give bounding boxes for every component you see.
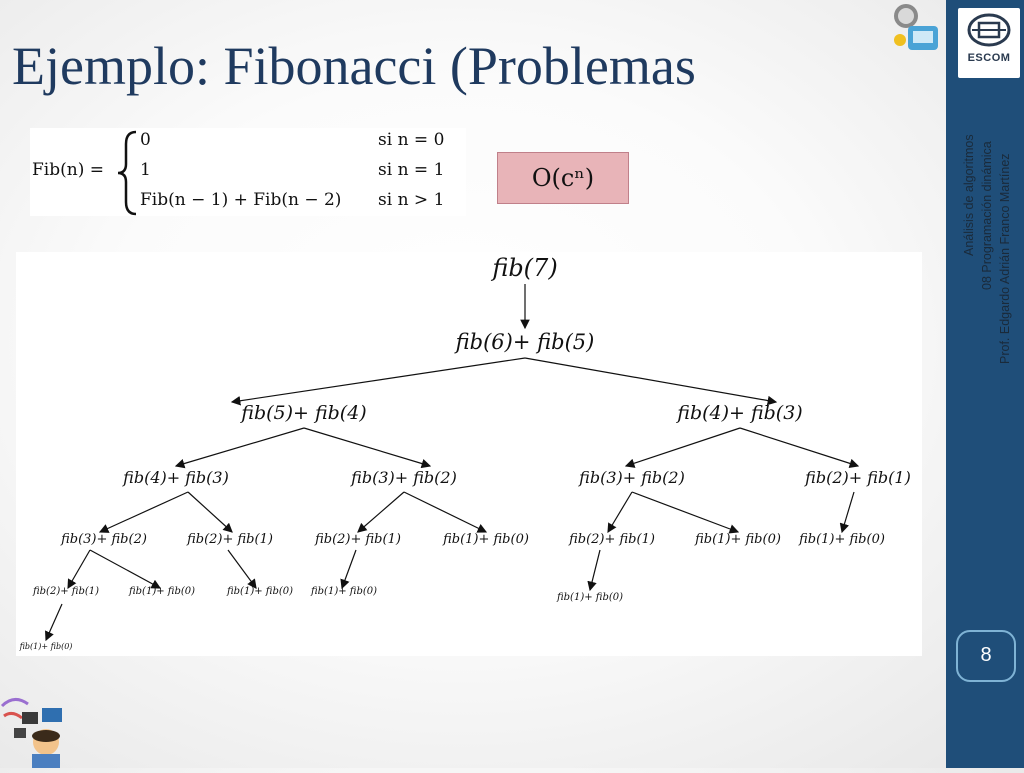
- case-condition-2: si n > 1: [378, 190, 445, 210]
- formula-lhs: Fib(n) =: [32, 160, 104, 180]
- fibonacci-definition: Fib(n) = 0 si n = 0 1 si n = 1 Fib(n − 1…: [30, 128, 466, 216]
- tree-node-l3: fib(2)+ fib(1): [805, 468, 911, 487]
- tree-node-l4: fib(1)+ fib(0): [695, 532, 781, 547]
- tree-node-l4: fib(1)+ fib(0): [443, 532, 529, 547]
- tree-node-l3: fib(3)+ fib(2): [579, 468, 685, 487]
- tree-node-l6: fib(1)+ fib(0): [19, 642, 73, 651]
- recursion-tree: fib(7) fib(6)+ fib(5) fib(5)+ fib(4) fib…: [16, 252, 922, 656]
- case-value-2: Fib(n − 1) + Fib(n − 2): [140, 190, 342, 210]
- tree-node-l5: fib(2)+ fib(1): [32, 586, 100, 597]
- robot-icon: [886, 0, 944, 58]
- complexity-box: O(cⁿ): [497, 152, 629, 204]
- tree-node-l5: fib(1)+ fib(0): [310, 586, 378, 597]
- left-brace-icon: [117, 130, 137, 216]
- tree-node-root: fib(7): [492, 254, 558, 282]
- case-value-0: 0: [140, 130, 151, 150]
- course-name: Análisis de algoritmos: [962, 134, 976, 256]
- case-condition-1: si n = 1: [378, 160, 445, 180]
- page-number: 8: [980, 644, 992, 666]
- slide-title: Ejemplo: Fibonacci (Problemas: [12, 36, 696, 96]
- tree-node-l4: fib(2)+ fib(1): [315, 532, 401, 547]
- tree-node-l5: fib(1)+ fib(0): [556, 592, 624, 603]
- tree-edges: [45, 284, 860, 642]
- computer-mascot-icon: [0, 690, 80, 768]
- tree-node-l4: fib(3)+ fib(2): [61, 532, 147, 547]
- tree-node-l1: fib(6)+ fib(5): [455, 330, 595, 354]
- escom-logo: ESCOM: [958, 8, 1020, 78]
- tree-node-l2: fib(4)+ fib(3): [677, 402, 803, 424]
- lecture-title: 08 Programación dinámica: [980, 141, 994, 290]
- tree-node-l2: fib(5)+ fib(4): [241, 402, 367, 424]
- tree-node-l3: fib(3)+ fib(2): [351, 468, 457, 487]
- tree-node-l5: fib(1)+ fib(0): [128, 586, 196, 597]
- page-number-badge: 8: [956, 630, 1016, 682]
- logo-text: ESCOM: [967, 52, 1011, 64]
- case-value-1: 1: [140, 160, 151, 180]
- tree-node-l3: fib(4)+ fib(3): [123, 468, 229, 487]
- tree-node-l4: fib(2)+ fib(1): [569, 532, 655, 547]
- tree-node-l4: fib(1)+ fib(0): [799, 532, 885, 547]
- tree-node-l4: fib(2)+ fib(1): [187, 532, 273, 547]
- tree-node-l5: fib(1)+ fib(0): [226, 586, 294, 597]
- professor-name: Prof. Edgardo Adrián Franco Martínez: [998, 153, 1012, 364]
- case-condition-0: si n = 0: [378, 130, 445, 150]
